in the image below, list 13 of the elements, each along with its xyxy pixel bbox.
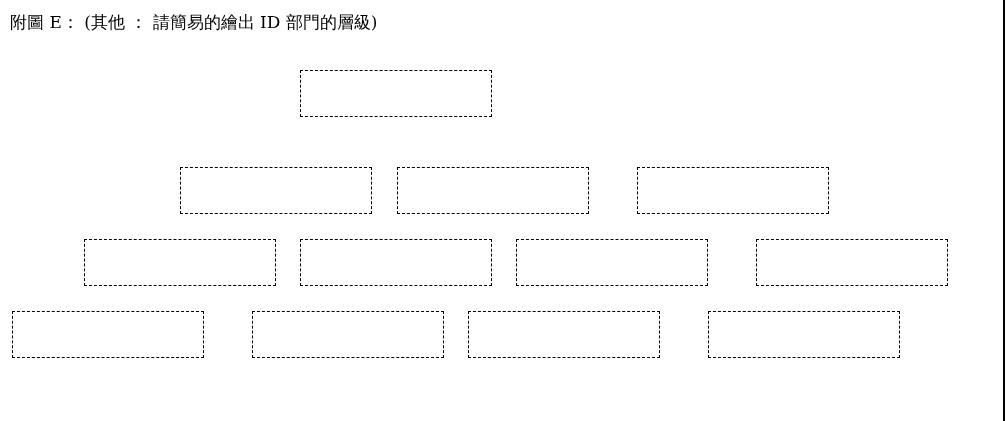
title: 附圖 E： (其他 ： 請簡易的繪出 ID 部門的層級)	[10, 11, 378, 34]
dashed-box	[300, 70, 492, 117]
dashed-box	[180, 167, 372, 214]
dashed-box	[708, 311, 900, 358]
dashed-box	[756, 239, 948, 286]
dashed-box	[300, 239, 492, 286]
dashed-box	[468, 311, 660, 358]
dashed-box	[12, 311, 204, 358]
dashed-box	[516, 239, 708, 286]
dashed-box	[252, 311, 444, 358]
dashed-box	[397, 167, 589, 214]
dashed-box	[84, 239, 276, 286]
dashed-box	[637, 167, 829, 214]
